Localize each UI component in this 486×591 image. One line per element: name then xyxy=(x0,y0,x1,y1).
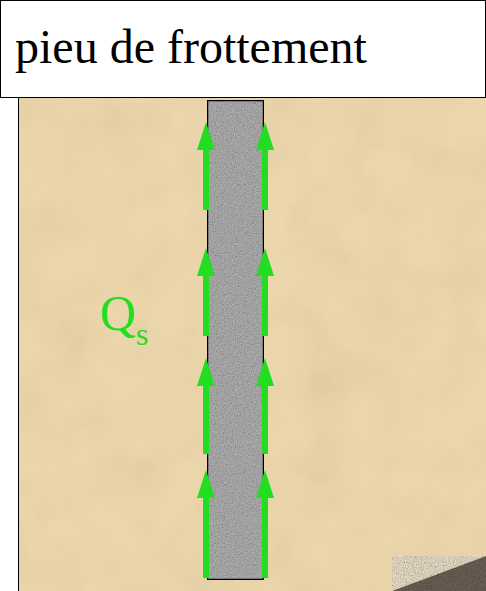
frame-edge xyxy=(18,97,19,591)
pile xyxy=(208,101,264,580)
rock-layer xyxy=(392,556,486,591)
title-box: pieu de frottement xyxy=(0,0,486,98)
title: pieu de frottement xyxy=(1,1,485,71)
soil xyxy=(18,97,486,591)
force-subscript: s xyxy=(136,318,148,350)
friction-arrows xyxy=(197,122,274,578)
force-symbol: Q xyxy=(100,288,136,338)
